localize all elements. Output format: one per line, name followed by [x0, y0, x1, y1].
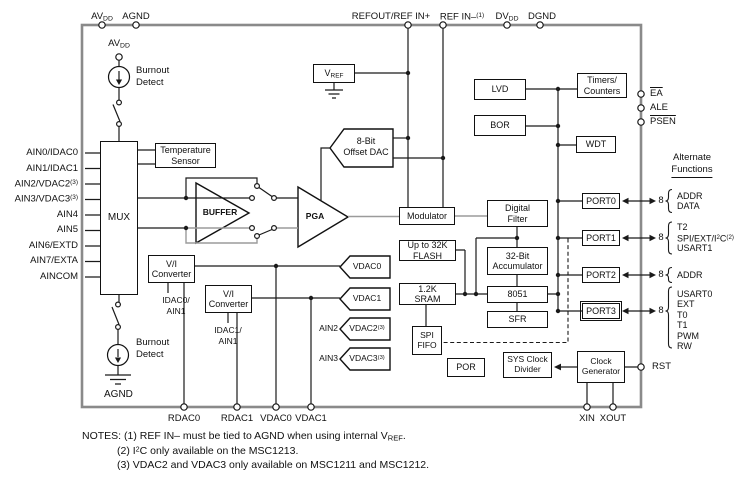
pin-label-ain6: AIN6/EXTD [28, 240, 78, 251]
pin-label-ale: ALE [650, 102, 668, 113]
pga-label: PGA [305, 211, 325, 221]
block-port1: PORT1 [582, 230, 620, 246]
ain2-label: AIN2 [319, 323, 338, 333]
pin-label-ain0: AIN0/IDAC0 [26, 147, 78, 158]
port0-alt-functions: ADDR DATA [677, 191, 703, 211]
vdac1-shape [339, 287, 391, 311]
block-modulator: Modulator [399, 207, 455, 225]
vdac2-shape [339, 317, 391, 341]
offset-dac-shape [329, 128, 394, 168]
alt-functions-header: Alternate Functions [671, 152, 713, 178]
vdac0-label: VDAC0 [352, 261, 382, 271]
port1-alt-functions: T2 SPI/EXT/I2C(2) USART1 [677, 222, 734, 253]
block-por: POR [447, 358, 485, 377]
block-lvd: LVD [474, 79, 526, 100]
pin-label-ain4: AIN4 [56, 209, 78, 220]
note-3: (3) VDAC2 and VDAC3 only available on MS… [117, 459, 430, 471]
pin-label-xout: XOUT [599, 413, 627, 424]
gray-wires [185, 215, 487, 244]
note-2: (2) I2C only available on the MSC1213. [117, 445, 299, 457]
agnd-internal-label: AGND [104, 389, 133, 400]
idac1-label: IDAC1/AIN1 [214, 325, 242, 346]
pin-label-ain3: AIN3/VDAC3(3) [14, 193, 78, 205]
vdac0-shape [339, 255, 391, 279]
dashed-spi-link [442, 238, 569, 344]
pin-label-ea: EA [650, 88, 663, 99]
block-port2: PORT2 [582, 267, 620, 283]
pin-circles [98, 21, 645, 411]
black-wires [85, 25, 651, 404]
junction-dots [183, 70, 561, 314]
port1-bus-width: 8 [658, 232, 664, 243]
pin-label-psen: PSEN [650, 116, 676, 127]
buffer-label: BUFFER [202, 207, 238, 217]
pin-label-avdd: AVDD [91, 11, 113, 23]
idac0-label: IDAC0/AIN1 [162, 295, 190, 316]
pin-label-refin-neg: REF IN–(1) [439, 11, 485, 23]
note-1: NOTES: (1) REF IN– must be tied to AGND … [82, 430, 406, 443]
pin-label-vdac1: VDAC1 [295, 413, 327, 424]
block-port0: PORT0 [582, 193, 620, 209]
pin-label-aincom: AINCOM [40, 271, 78, 282]
chip-border [80, 23, 643, 409]
pin-label-ain5: AIN5 [56, 224, 78, 235]
pin-label-ain1: AIN1/IDAC1 [26, 163, 78, 174]
block-mux: MUX [100, 141, 138, 295]
port3-alt-functions: USART0 EXT T0 T1 PWM RW [677, 289, 713, 352]
port3-bus-width: 8 [658, 305, 664, 316]
block-port3: PORT3 [579, 300, 623, 322]
block-wdt: WDT [576, 136, 616, 153]
alt-function-braces [665, 188, 673, 349]
pin-label-refout: REFOUT/REF IN+ [351, 11, 431, 22]
port2-alt-functions: ADDR [677, 270, 703, 280]
pin-label-rdac1: RDAC1 [220, 413, 254, 424]
port2-bus-width: 8 [658, 269, 664, 280]
vdac1-label: VDAC1 [352, 293, 382, 303]
vdac3-shape [339, 347, 391, 371]
block-timers-counters: Timers/Counters [577, 73, 627, 98]
pga-triangle [297, 185, 350, 249]
pin-label-rdac0: RDAC0 [167, 413, 201, 424]
pin-label-vdac0: VDAC0 [260, 413, 292, 424]
ain3-label: AIN3 [319, 353, 338, 363]
avdd-internal-label: AVDD [108, 38, 130, 50]
pin-label-dvdd: DVDD [495, 11, 519, 23]
block-sfr: SFR [487, 311, 548, 328]
pin-label-agnd: AGND [122, 11, 150, 22]
pin-label-ain2: AIN2/VDAC2(3) [14, 178, 78, 190]
vdac3-label: VDAC3(3) [349, 353, 385, 363]
arrowheads [114, 79, 656, 371]
block-vref: VREF [313, 64, 355, 83]
vdac2-label: VDAC2(3) [349, 323, 385, 333]
block-8051: 8051 [487, 286, 548, 303]
pin-label-xin: XIN [579, 413, 595, 424]
pin-label-ain7: AIN7/EXTA [30, 255, 78, 266]
pin-label-dgnd: DGND [528, 11, 556, 22]
block-bor: BOR [474, 115, 526, 136]
port0-bus-width: 8 [658, 195, 664, 206]
pin-label-rst: RST [652, 361, 671, 372]
